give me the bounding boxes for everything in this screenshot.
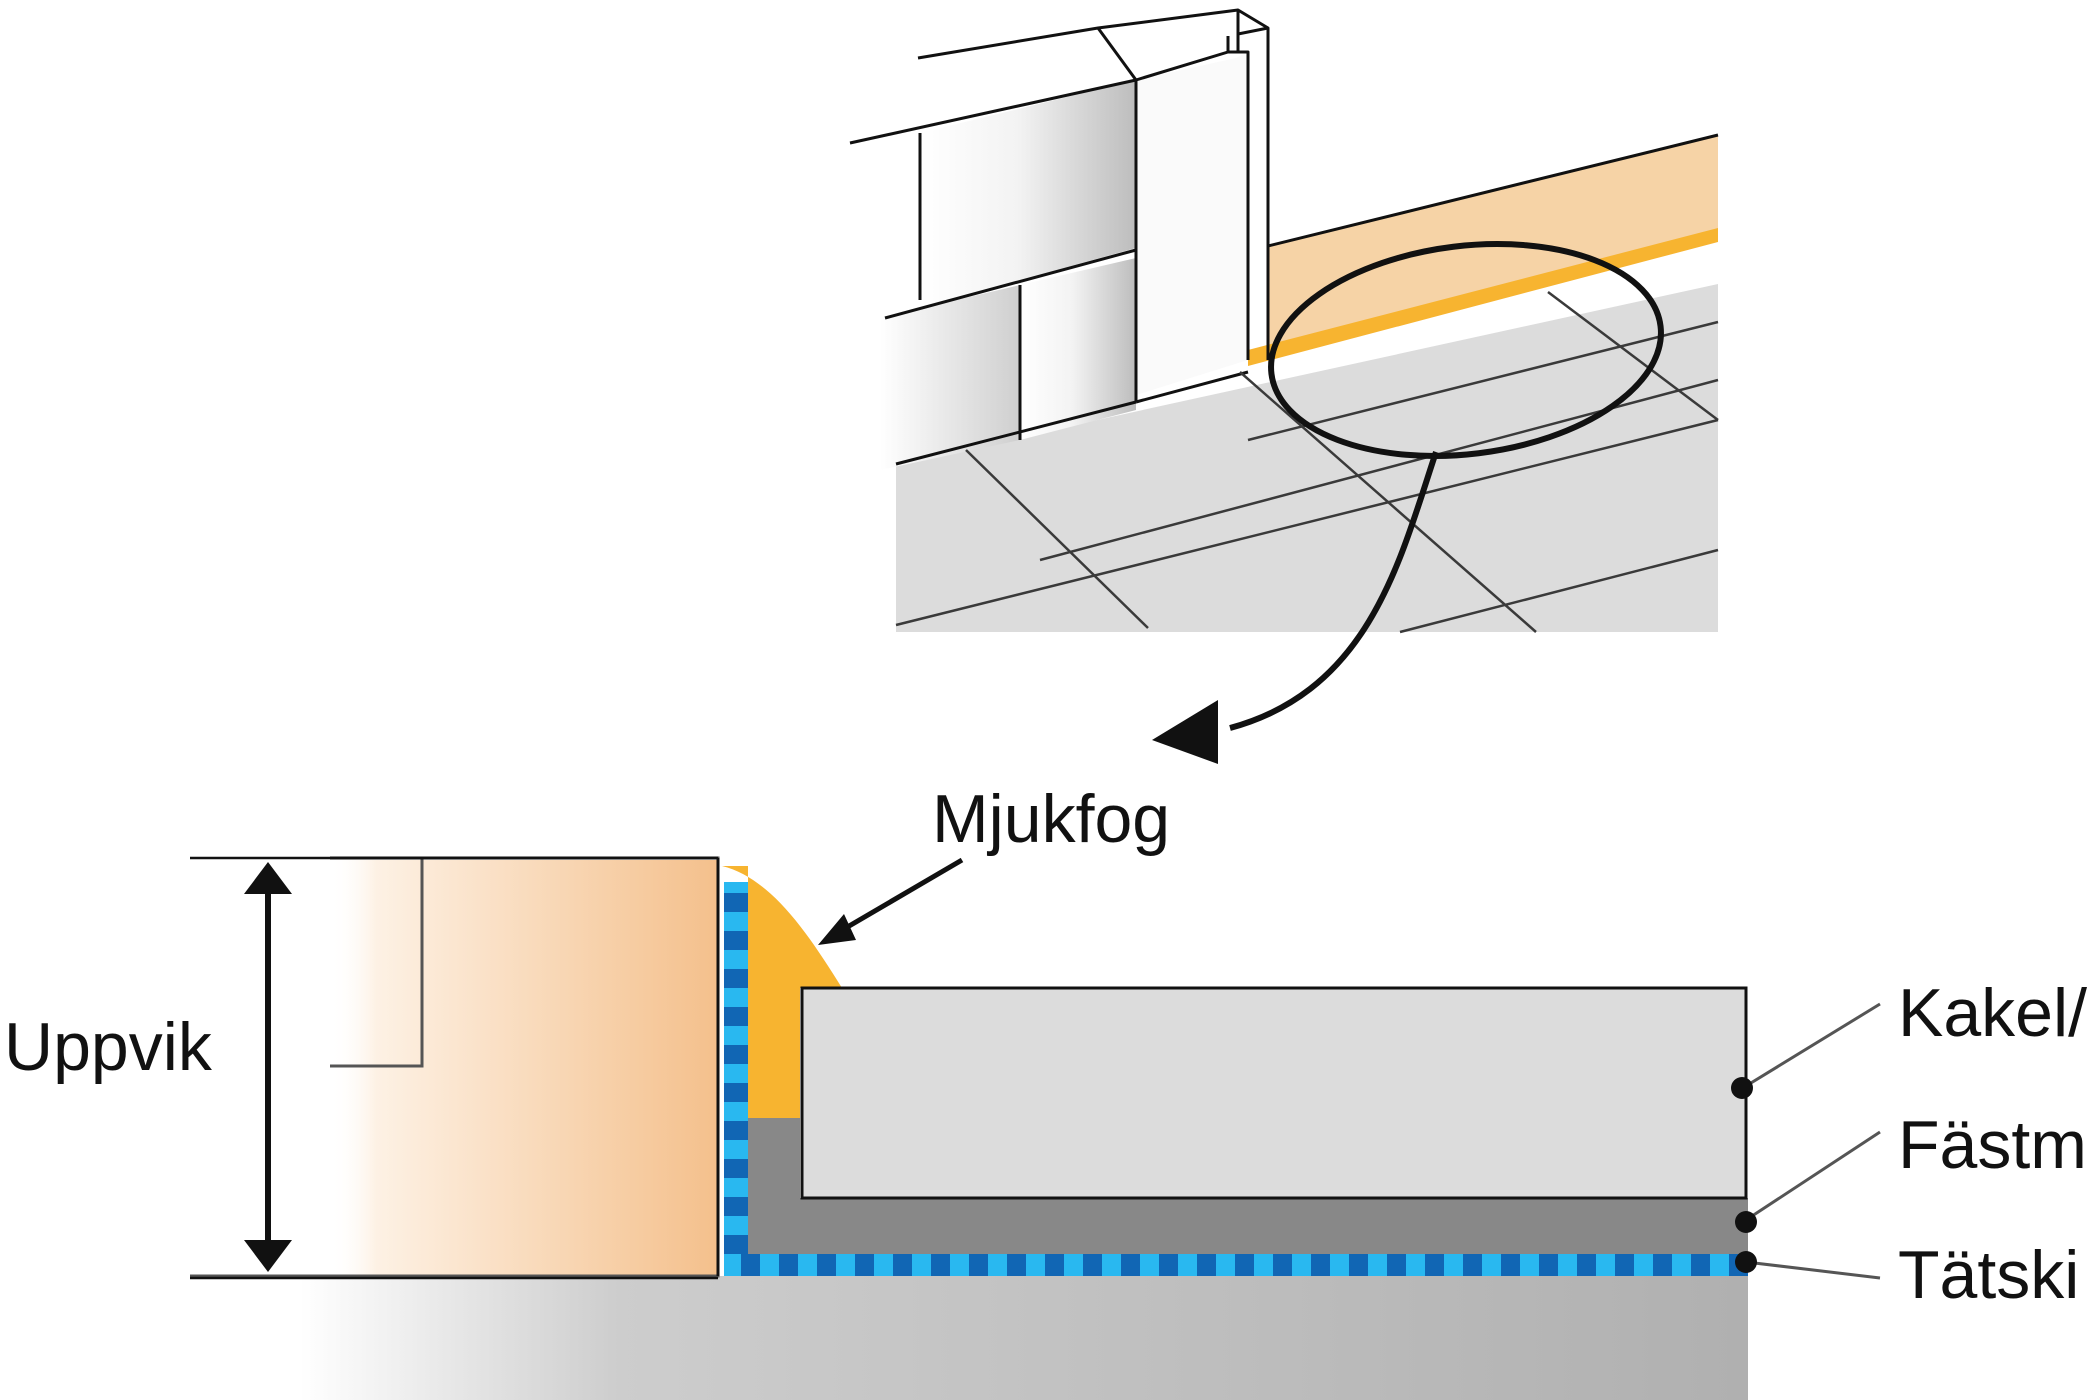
substrate-layer <box>300 1276 1748 1400</box>
label-upturn: Uppvik <box>4 1009 213 1085</box>
membrane-leader-dot <box>1735 1251 1757 1273</box>
floor-tile <box>800 986 1748 1200</box>
adhesive-leader-dot <box>1735 1211 1757 1233</box>
detail-ellipse <box>1268 241 1664 459</box>
label-soft-joint: Mjukfog <box>932 781 1170 857</box>
label-membrane: Tätski <box>1898 1237 2079 1313</box>
perspective-view <box>849 8 1719 764</box>
tile-leader-dot <box>1731 1077 1753 1099</box>
soft-joint-pointer <box>830 857 964 939</box>
wall-block-left <box>880 285 1020 470</box>
cross-section: Mjukfog Uppvik Kakel/ Fästm Tätski <box>4 781 2087 1400</box>
soft-joint <box>722 866 842 1118</box>
wall-column <box>1136 52 1248 395</box>
wall-block-upper <box>920 80 1136 308</box>
label-tile: Kakel/ <box>1898 975 2087 1051</box>
wall-board <box>330 860 718 1276</box>
adhesive-layer <box>748 1118 1748 1256</box>
membrane-horizontal <box>724 1254 1748 1276</box>
label-adhesive: Fästm <box>1898 1107 2087 1183</box>
perspective-floor <box>896 284 1718 632</box>
membrane-vertical <box>724 882 748 1258</box>
wall-block-right <box>1020 258 1136 440</box>
detail-arrow-line <box>1229 451 1439 731</box>
detail-arrow-head <box>1152 700 1218 764</box>
